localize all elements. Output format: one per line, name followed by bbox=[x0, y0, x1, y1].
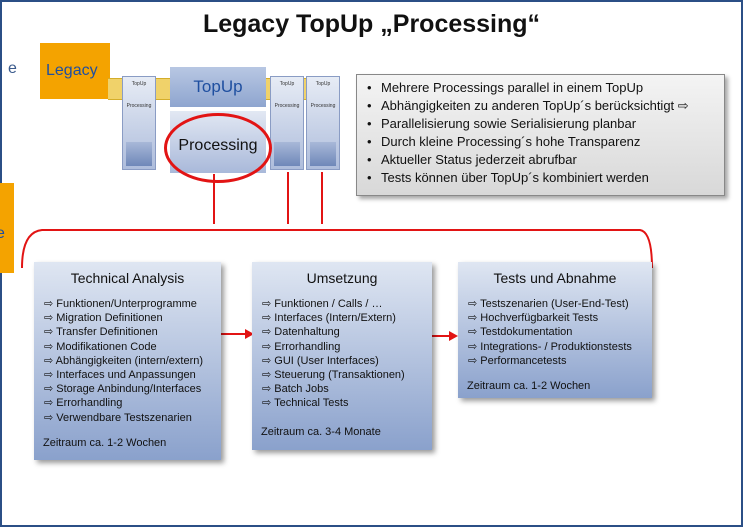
phase-item: ⇨ Steuerung (Transaktionen) bbox=[262, 369, 405, 382]
phase-item: ⇨ Funktionen / Calls / … bbox=[262, 298, 383, 310]
info-point: •Aktueller Status jederzeit abrufbar bbox=[367, 152, 577, 167]
phase-item: ⇨ Batch Jobs bbox=[262, 383, 329, 396]
slide-title: Legacy TopUp „Processing“ bbox=[202, 10, 541, 38]
phase-arrow-head bbox=[245, 329, 254, 339]
phase-item: ⇨ Verwendbare Testszenarien bbox=[44, 411, 192, 424]
column-processing-label: Processing bbox=[274, 103, 300, 109]
column-processing-block bbox=[126, 142, 152, 166]
bullet-icon: • bbox=[367, 170, 372, 185]
phase-bracket bbox=[21, 229, 653, 269]
bullet-icon: • bbox=[367, 98, 372, 113]
legacy-label: Legacy bbox=[46, 62, 98, 79]
phase-title: Tests und Abnahme bbox=[493, 270, 617, 286]
left-edge-orange-block bbox=[0, 183, 14, 273]
info-point: •Mehrere Processings parallel in einem T… bbox=[367, 80, 644, 95]
column-processing-block bbox=[274, 142, 300, 166]
topup-column-3: TopUp Processing bbox=[306, 76, 340, 170]
phase-title: Technical Analysis bbox=[70, 270, 185, 286]
topup-column-2: TopUp Processing bbox=[270, 76, 304, 170]
phase-item: ⇨ Modifikationen Code bbox=[44, 340, 157, 353]
bullet-icon: • bbox=[367, 116, 372, 131]
phase-item: ⇨ Abhängigkeiten (intern/extern) bbox=[44, 354, 204, 367]
topup-main-block: TopUp bbox=[170, 67, 266, 107]
phase-duration: Zeitraum ca. 1-2 Wochen bbox=[43, 437, 167, 449]
phase-box-umsetzung: Umsetzung ⇨ Funktionen / Calls / … ⇨ Int… bbox=[252, 262, 432, 450]
phase-item: ⇨ Testdokumentation bbox=[468, 326, 573, 339]
bullet-icon: • bbox=[367, 152, 372, 167]
info-point: •Parallelisierung sowie Serialisierung p… bbox=[367, 116, 637, 131]
column-processing-label: Processing bbox=[126, 103, 152, 109]
phase-item: ⇨ Errorhandling bbox=[44, 397, 123, 410]
phase-item: ⇨ Integrations- / Produktionstests bbox=[468, 340, 632, 353]
legacy-block: Legacy bbox=[40, 43, 110, 99]
info-point: •Tests können über TopUp´s kombiniert we… bbox=[367, 170, 649, 185]
phase-item: ⇨ Datenhaltung bbox=[262, 326, 340, 339]
bullet-icon: • bbox=[367, 80, 372, 95]
column-topup-label: TopUp bbox=[279, 81, 295, 87]
phase-item: ⇨ Hochverfügbarkeit Tests bbox=[468, 312, 599, 325]
phase-item: ⇨ Technical Tests bbox=[262, 397, 349, 410]
column-topup-label: TopUp bbox=[315, 81, 331, 87]
phase-item: ⇨ Interfaces (Intern/Extern) bbox=[262, 312, 396, 325]
left-edge-text-fragment-2: e bbox=[0, 225, 5, 242]
left-edge-text-fragment: e bbox=[8, 60, 17, 77]
topup-column-1: TopUp Processing bbox=[122, 76, 156, 170]
phase-item: ⇨ Errorhandling bbox=[262, 340, 341, 353]
phase-item: ⇨ Funktionen/Unterprogramme bbox=[44, 298, 197, 310]
phase-title: Umsetzung bbox=[306, 270, 378, 286]
column-topup-label: TopUp bbox=[131, 81, 147, 87]
phase-box-technical-analysis: Technical Analysis ⇨ Funktionen/Unterpro… bbox=[34, 262, 221, 460]
phase-item: ⇨ GUI (User Interfaces) bbox=[262, 354, 379, 367]
phase-arrow-head bbox=[449, 331, 458, 341]
phase-duration: Zeitraum ca. 1-2 Wochen bbox=[467, 380, 591, 392]
info-point: •Durch kleine Processing´s hohe Transpar… bbox=[367, 134, 641, 149]
phase-item: ⇨ Performancetests bbox=[468, 354, 567, 367]
info-point: •Abhängigkeiten zu anderen TopUp´s berüc… bbox=[367, 98, 689, 113]
bullet-icon: • bbox=[367, 134, 372, 149]
phase-item: ⇨ Transfer Definitionen bbox=[44, 326, 158, 339]
phase-duration: Zeitraum ca. 3-4 Monate bbox=[261, 426, 381, 438]
column-processing-label: Processing bbox=[310, 103, 336, 109]
phase-item: ⇨ Testszenarien (User-End-Test) bbox=[468, 298, 629, 310]
phase-item: ⇨ Interfaces und Anpassungen bbox=[44, 369, 196, 382]
phase-box-tests-und-abnahme: Tests und Abnahme ⇨ Testszenarien (User-… bbox=[458, 262, 652, 398]
column-processing-block bbox=[310, 142, 336, 166]
info-box: •Mehrere Processings parallel in einem T… bbox=[356, 74, 725, 196]
processing-highlight-ellipse bbox=[164, 113, 272, 183]
phase-item: ⇨ Storage Anbindung/Interfaces bbox=[44, 383, 202, 396]
phase-item: ⇨ Migration Definitionen bbox=[44, 312, 163, 325]
